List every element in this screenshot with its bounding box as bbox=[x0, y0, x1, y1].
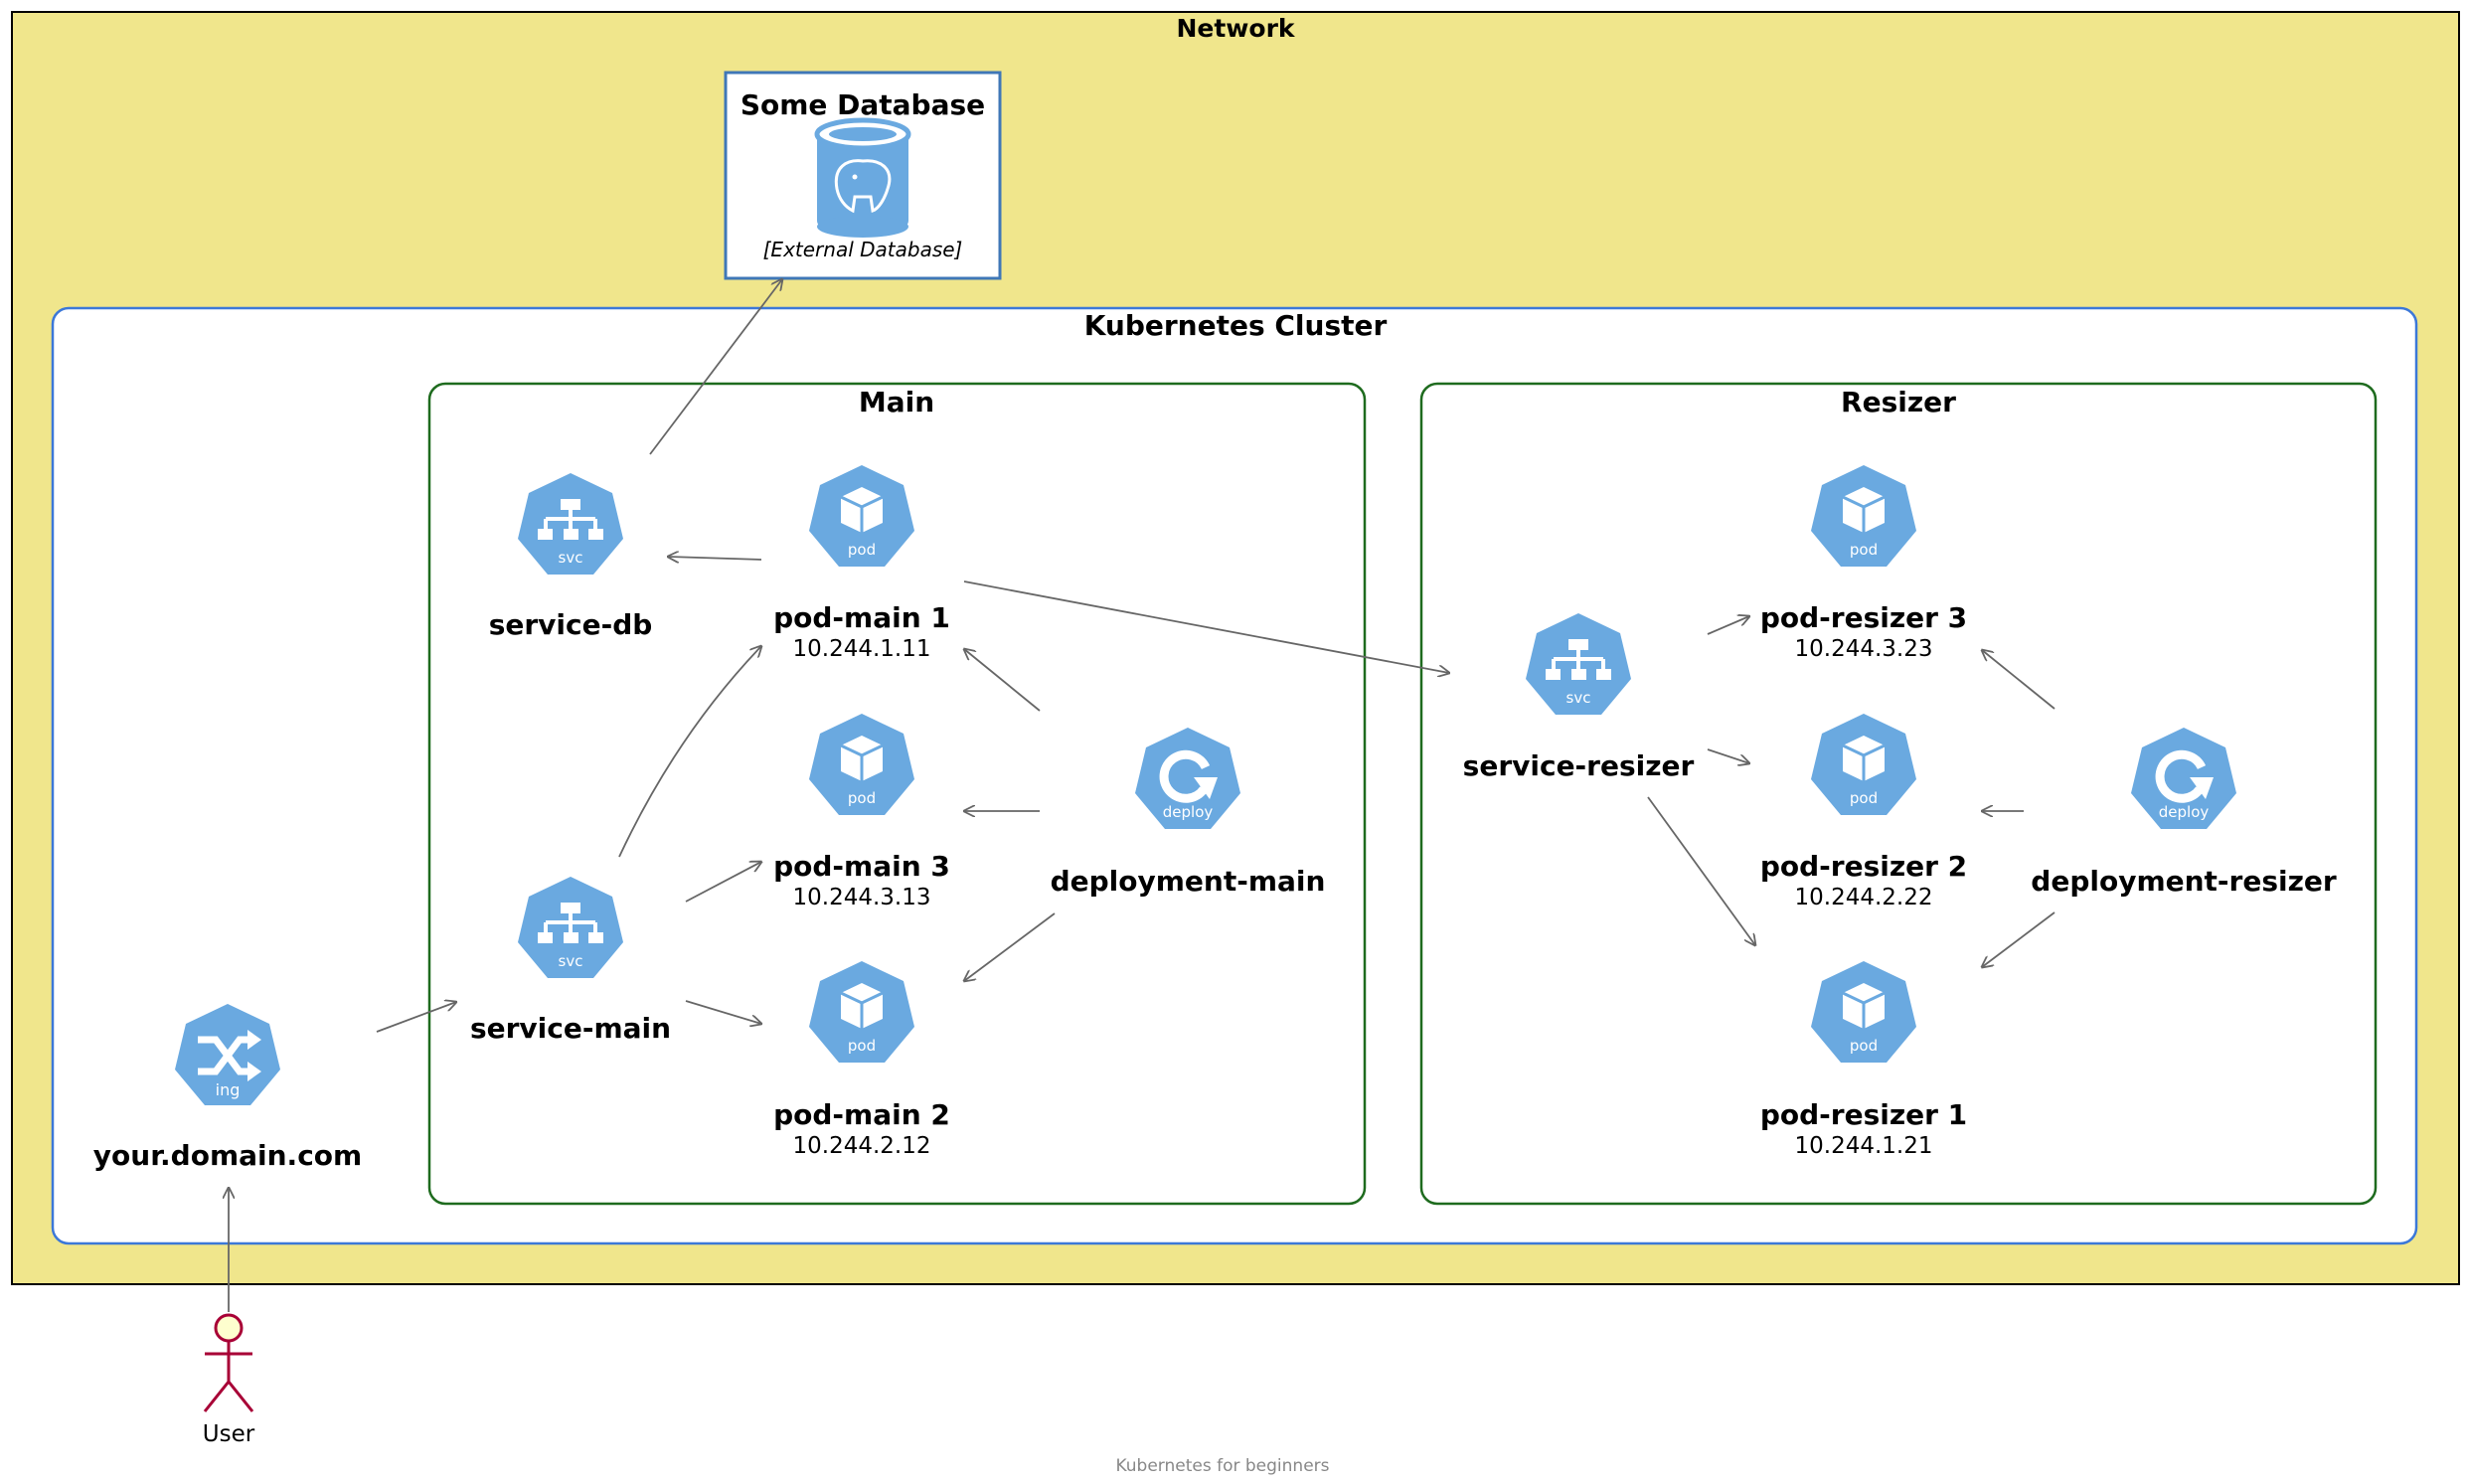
edge-deployment-main-to-pod-main-2 bbox=[964, 912, 1056, 981]
database-title: Some Database bbox=[740, 88, 985, 121]
deployment-resizer-node[interactable]: deployment-resizer bbox=[2031, 728, 2337, 898]
database-icon bbox=[814, 117, 911, 238]
deployment-resizer-label: deployment-resizer bbox=[2031, 865, 2337, 898]
pod-resizer-3-node[interactable]: pod-resizer 3 10.244.3.23 bbox=[1760, 463, 1967, 662]
deployment-main-label: deployment-main bbox=[1051, 865, 1326, 898]
service-db-node[interactable]: service-db bbox=[489, 471, 653, 641]
ingress-node[interactable]: your.domain.com bbox=[93, 1004, 362, 1172]
network-title: Network bbox=[1176, 14, 1295, 43]
pod-main-1-label: pod-main 1 bbox=[773, 601, 950, 634]
edge-pod-main-1-to-service-db bbox=[668, 557, 762, 560]
ingress-label: your.domain.com bbox=[93, 1139, 362, 1172]
edge-service-resizer-to-pod-resizer-3 bbox=[1707, 616, 1749, 635]
pod-resizer-3-label: pod-resizer 3 bbox=[1760, 601, 1967, 634]
database-node[interactable]: Some Database [External Database] bbox=[724, 71, 1002, 280]
pod-resizer-1-node[interactable]: pod-resizer 1 10.244.1.21 bbox=[1760, 959, 1967, 1159]
pod-resizer-3-ip: 10.244.3.23 bbox=[1795, 636, 1933, 662]
actor-icon bbox=[203, 1313, 254, 1412]
pod-resizer-2-node[interactable]: pod-resizer 2 10.244.2.22 bbox=[1760, 712, 1967, 910]
pod-resizer-1-label: pod-resizer 1 bbox=[1760, 1098, 1967, 1131]
edge-deployment-main-to-pod-main-1 bbox=[964, 649, 1041, 712]
resizer-namespace-title: Resizer bbox=[1841, 386, 1956, 418]
pod-resizer-2-ip: 10.244.2.22 bbox=[1795, 885, 1933, 910]
pod-resizer-1-ip: 10.244.1.21 bbox=[1795, 1133, 1933, 1159]
edge-service-db-to-database bbox=[649, 279, 782, 455]
service-main-node[interactable]: service-main bbox=[470, 875, 671, 1045]
edge-service-resizer-to-pod-resizer-2 bbox=[1707, 748, 1749, 763]
pod-main-2-label: pod-main 2 bbox=[773, 1098, 950, 1131]
service-main-label: service-main bbox=[470, 1012, 671, 1045]
edge-ingress-to-service-main bbox=[376, 1002, 456, 1033]
edge-service-main-to-pod-main-3 bbox=[685, 862, 761, 903]
pod-main-3-ip: 10.244.3.13 bbox=[793, 885, 931, 910]
cluster-title: Kubernetes Cluster bbox=[1084, 309, 1388, 342]
pod-main-1-ip: 10.244.1.11 bbox=[793, 636, 931, 662]
service-resizer-node[interactable]: service-resizer bbox=[1463, 611, 1695, 782]
edge-service-resizer-to-pod-resizer-1 bbox=[1647, 796, 1755, 945]
pod-main-2-node[interactable]: pod-main 2 10.244.2.12 bbox=[773, 959, 950, 1159]
main-namespace-title: Main bbox=[859, 386, 934, 418]
pod-main-1-node[interactable]: pod-main 1 10.244.1.11 bbox=[773, 463, 950, 662]
pod-main-2-ip: 10.244.2.12 bbox=[793, 1133, 931, 1159]
connections bbox=[229, 279, 2056, 1312]
user-label: User bbox=[203, 1421, 255, 1447]
diagram-footer: Kubernetes for beginners bbox=[1115, 1456, 1329, 1476]
edge-service-main-to-pod-main-2 bbox=[685, 1000, 761, 1024]
edge-service-main-to-pod-main-1 bbox=[618, 646, 761, 858]
edge-deployment-resizer-to-pod-resizer-3 bbox=[1982, 650, 2056, 710]
pod-resizer-2-label: pod-resizer 2 bbox=[1760, 850, 1967, 883]
service-db-label: service-db bbox=[489, 608, 653, 641]
database-type: [External Database] bbox=[763, 238, 963, 261]
user-actor[interactable]: User bbox=[203, 1313, 255, 1447]
pod-main-3-label: pod-main 3 bbox=[773, 850, 950, 883]
deployment-main-node[interactable]: deployment-main bbox=[1051, 728, 1326, 898]
edge-deployment-resizer-to-pod-resizer-1 bbox=[1982, 911, 2056, 967]
edge-pod-main-1-to-service-resizer bbox=[963, 580, 1449, 673]
pod-main-3-node[interactable]: pod-main 3 10.244.3.13 bbox=[773, 712, 950, 910]
service-resizer-label: service-resizer bbox=[1463, 749, 1695, 782]
